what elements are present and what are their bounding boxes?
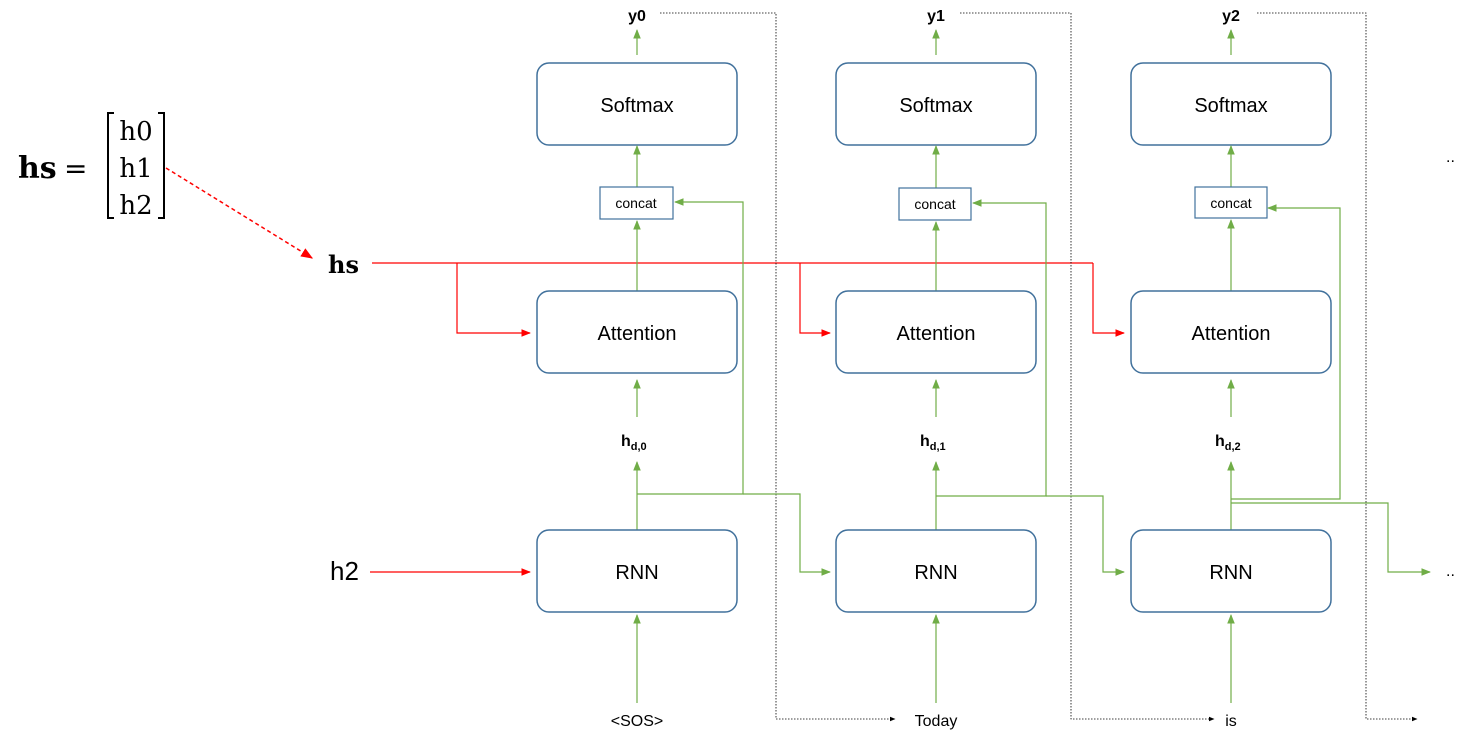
matrix-row-2: h2	[119, 191, 152, 221]
matrix-right-bracket	[158, 112, 165, 219]
hidden-state-label: hd,2	[1215, 433, 1241, 453]
matrix-left-bracket	[107, 112, 114, 219]
softmax-label: Softmax	[600, 95, 673, 117]
rnn-label: RNN	[1209, 562, 1252, 584]
rnn-box: RNN	[835, 529, 1037, 613]
feedback-lines	[660, 12, 1418, 722]
attention-box: Attention	[536, 290, 738, 374]
output-label-y1: y1	[927, 8, 945, 25]
equation-lhs: hs	[18, 151, 57, 186]
hidden-to-concat-arrow	[1231, 204, 1341, 500]
feedback-y0-to-today	[660, 12, 896, 722]
hidden-to-next-rnn-arrow	[1046, 495, 1125, 576]
hs-to-attention-1	[799, 263, 831, 337]
continuation-top: ..	[1446, 149, 1455, 166]
hs-bus	[372, 262, 1125, 337]
concat-box: concat	[599, 186, 674, 220]
concat-box: concat	[1194, 186, 1268, 219]
input-token-label: is	[1225, 713, 1237, 730]
decoder-column-1: y1 Softmax concat Attention hd,1 RNN Tod…	[835, 8, 1125, 730]
concat-label: concat	[914, 196, 955, 212]
attention-label: Attention	[1192, 323, 1271, 345]
rnn-box: RNN	[1130, 529, 1332, 613]
hidden-to-next-step-arrow	[1231, 502, 1431, 576]
softmax-box: Softmax	[835, 62, 1037, 146]
rnn-label: RNN	[615, 562, 658, 584]
softmax-label: Softmax	[899, 95, 972, 117]
decoder-column-0: y0 Softmax concat Attention hd,0 RNN <SO…	[536, 8, 831, 730]
attention-label: Attention	[897, 323, 976, 345]
hidden-to-concat-arrow	[637, 198, 744, 495]
matrix-row-0: h0	[119, 117, 152, 147]
rnn-label: RNN	[914, 562, 957, 584]
softmax-box: Softmax	[536, 62, 738, 146]
hidden-state-label: hd,0	[621, 433, 647, 453]
decoder-column-2: y2 Softmax concat Attention hd,2 RNN is	[1130, 8, 1431, 730]
h2-label: h2	[330, 556, 359, 586]
input-token-label: Today	[915, 713, 958, 730]
matrix-to-hs-arrow	[165, 167, 314, 259]
hs-equation: hs = h0 h1 h2	[18, 112, 165, 221]
output-label-y2: y2	[1222, 8, 1240, 25]
attention-label: Attention	[598, 323, 677, 345]
concat-label: concat	[615, 195, 656, 211]
softmax-label: Softmax	[1194, 95, 1267, 117]
feedback-y1-to-is	[960, 12, 1215, 722]
hs-to-attention-0	[456, 263, 531, 337]
concat-box: concat	[898, 187, 972, 221]
hs-label: hs	[328, 250, 359, 279]
equation-equals: =	[64, 152, 87, 185]
hs-to-attention-2	[1092, 263, 1125, 337]
hidden-to-concat-arrow	[936, 199, 1047, 497]
softmax-box: Softmax	[1130, 62, 1332, 146]
hidden-state-label: hd,1	[920, 433, 946, 453]
attention-box: Attention	[835, 290, 1037, 374]
feedback-y2-to-next	[1257, 12, 1418, 722]
hidden-to-next-rnn-arrow	[743, 493, 831, 576]
continuation-rnn: ..	[1446, 563, 1455, 580]
attention-box: Attention	[1130, 290, 1332, 374]
input-token-label: <SOS>	[611, 713, 663, 730]
concat-label: concat	[1210, 195, 1251, 211]
output-label-y0: y0	[628, 8, 646, 25]
rnn-box: RNN	[536, 529, 738, 613]
matrix-row-1: h1	[119, 154, 152, 184]
